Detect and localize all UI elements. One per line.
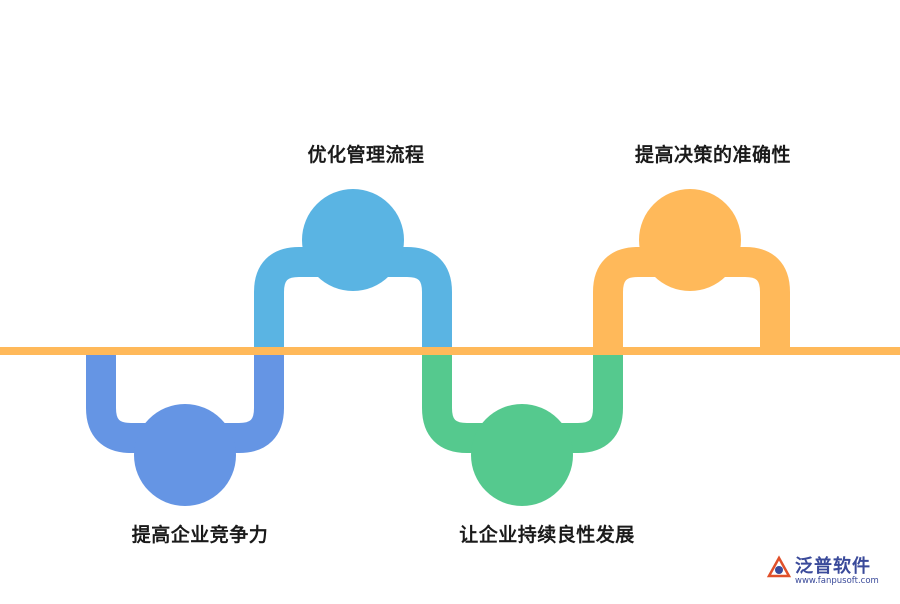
baseline-line: [0, 347, 900, 355]
step-label-2: 优化管理流程: [307, 144, 425, 166]
logo-mark-icon: [766, 555, 792, 578]
step-label-3: 让企业持续良性发展: [459, 524, 635, 546]
step-1-node-circle: [134, 404, 236, 506]
step-label-4: 提高决策的准确性: [634, 144, 792, 166]
brand-logo: 泛普软件 www.fanpusoft.com: [765, 552, 890, 592]
step-label-1: 提高企业竞争力: [131, 524, 269, 546]
step-2-node-circle: [302, 189, 404, 291]
step-3-node-circle: [471, 404, 573, 506]
logo-name: 泛普软件: [795, 556, 871, 577]
logo-url: www.fanpusoft.com: [795, 576, 879, 586]
step-4-node-circle: [639, 189, 741, 291]
